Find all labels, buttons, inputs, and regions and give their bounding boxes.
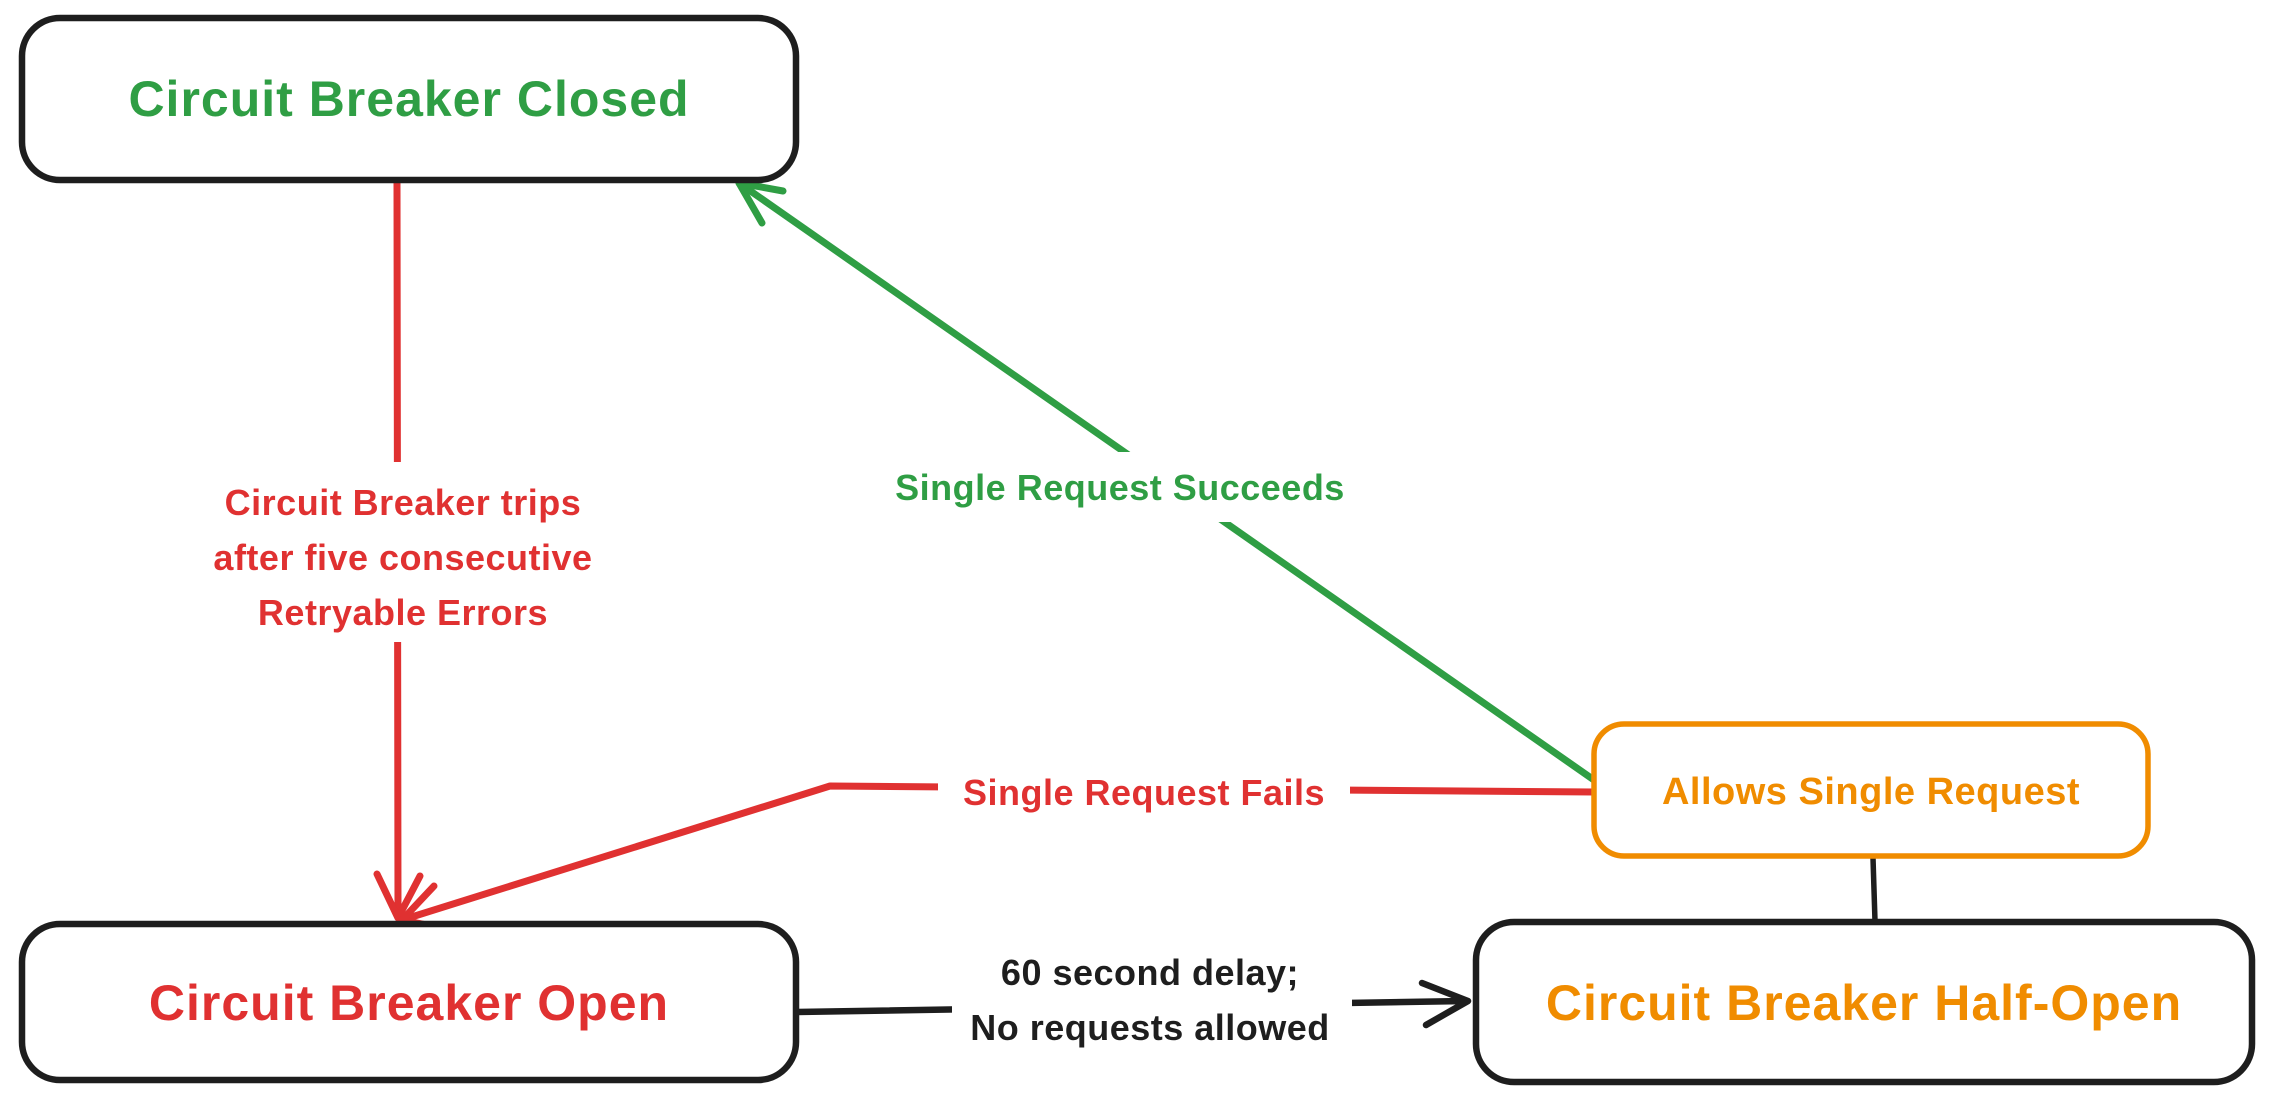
node-half-open-box: [1472, 918, 2256, 1086]
edge-half-open-to-allows-line: [1870, 855, 1878, 924]
edge-trip-label-background: [180, 462, 625, 642]
edge-trip-arrowhead-icon: [373, 870, 424, 922]
edge-trip-label-line1: Circuit Breaker trips: [225, 482, 582, 523]
node-open-box: [18, 920, 800, 1084]
node-allows-single-request-label: Allows Single Request: [1662, 771, 2080, 813]
edge-succeed-label: Single Request Succeeds: [895, 467, 1345, 508]
edge-fail-label-background: [938, 758, 1350, 828]
edge-delay-label-line2: No requests allowed: [970, 1007, 1330, 1048]
edge-succeed-arrowhead-icon: [735, 179, 787, 227]
edge-delay-label-background: [952, 942, 1352, 1054]
edge-succeed-label-background: [900, 452, 1340, 522]
edge-delay-label-line1: 60 second delay;: [1001, 952, 1299, 993]
node-half-open: Circuit Breaker Half-Open: [1472, 918, 2256, 1086]
edge-fail-label: Single Request Fails: [963, 772, 1325, 813]
node-allows-single-request-box: [1591, 721, 2151, 859]
edge-delay-arrowhead-icon: [1418, 979, 1472, 1029]
node-open: Circuit Breaker Open: [18, 920, 800, 1084]
node-allows-single-request: Allows Single Request: [1591, 721, 2151, 859]
node-closed-box: [18, 14, 800, 184]
node-open-label: Circuit Breaker Open: [149, 975, 669, 1031]
edge-trip-label-line3: Retryable Errors: [258, 592, 548, 633]
node-closed: Circuit Breaker Closed: [18, 14, 800, 184]
node-closed-label: Circuit Breaker Closed: [128, 71, 689, 127]
node-half-open-label: Circuit Breaker Half-Open: [1546, 975, 2182, 1031]
edge-trip-label-line2: after five consecutive: [213, 537, 592, 578]
